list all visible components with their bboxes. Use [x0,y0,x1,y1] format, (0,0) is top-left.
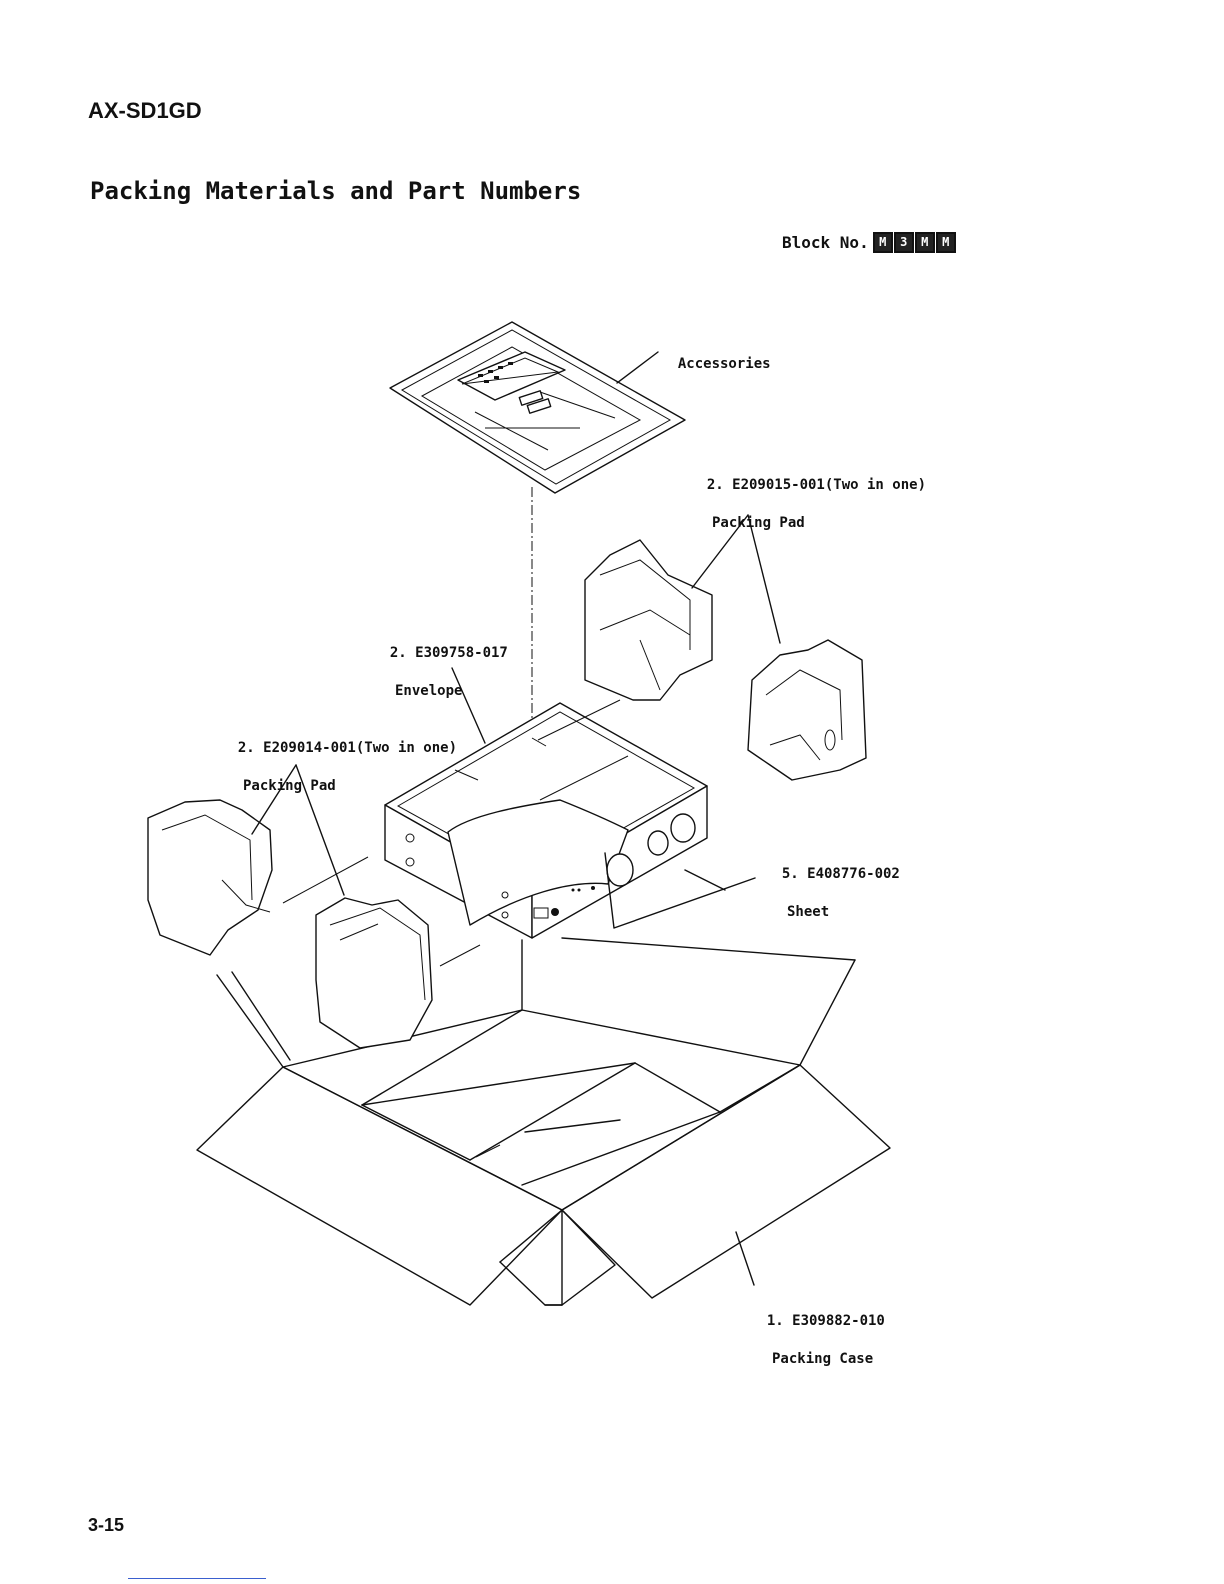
page-number: 3-15 [88,1515,124,1536]
callout-packing-pad-left-part: 2. E209014-001(Two in one) [238,740,457,756]
callout-envelope: 2. E309758-017 Envelope [373,625,508,720]
callout-packing-case: 1. E309882-010 Packing Case [750,1293,885,1388]
callout-accessories-label: Accessories [678,356,771,372]
callout-sheet-desc: Sheet [765,903,900,922]
callout-packing-case-desc: Packing Case [750,1350,885,1369]
callout-packing-pad-right-desc: Packing Pad [690,514,926,533]
callout-envelope-part: 2. E309758-017 [390,645,508,661]
callout-envelope-desc: Envelope [373,682,508,701]
footer-rule [128,1578,266,1579]
callout-accessories: Accessories [661,336,771,374]
accessories-tray-drawing [390,322,685,493]
callout-packing-pad-left-desc: Packing Pad [221,777,457,796]
callout-packing-case-part: 1. E309882-010 [767,1313,885,1329]
callout-sheet-part: 5. E408776-002 [782,866,900,882]
callout-packing-pad-left: 2. E209014-001(Two in one) Packing Pad [221,720,457,815]
callout-packing-pad-right-part: 2. E209015-001(Two in one) [707,477,926,493]
callout-packing-pad-right: 2. E209015-001(Two in one) Packing Pad [690,457,926,552]
callout-sheet: 5. E408776-002 Sheet [765,846,900,941]
packing-case-drawing [197,938,890,1305]
